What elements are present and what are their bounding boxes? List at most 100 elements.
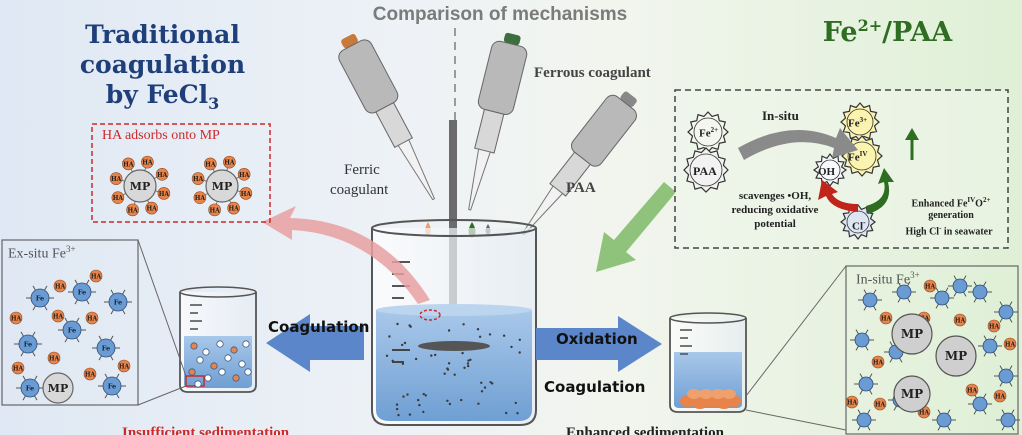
enhanced-line-2: generation (928, 210, 974, 221)
paa-label: PAA (566, 180, 596, 196)
left-beaker-particles (188, 340, 252, 388)
in-situ-fe-13 (996, 409, 1020, 431)
ha-label: HA (195, 195, 206, 202)
in-situ-ha-11: HA (845, 395, 859, 409)
in-situ-mp-0: MP (891, 313, 933, 355)
dispersed-particle (402, 395, 405, 398)
ex-situ-label: Ex-situ Fe3+ (8, 244, 76, 262)
ha-particle (145, 201, 158, 215)
dispersed-particle (406, 393, 409, 396)
paa-gear-label: PAA (693, 164, 717, 178)
ferric-label-1: Ferric (344, 162, 380, 178)
suspended-particle-6 (210, 362, 218, 370)
ferric-label-2: coagulant (330, 182, 389, 198)
fe3-particle-3: Fe (14, 331, 42, 357)
in-situ-label: In-situ Fe3+ (856, 270, 920, 288)
enhanced-line-1: Enhanced FeIVO2+ (911, 196, 991, 210)
dispersed-particle (401, 343, 404, 347)
dispersed-particle (502, 334, 506, 337)
ha-dot-0: HA (53, 279, 67, 293)
mp-label: MP (901, 327, 923, 341)
fe3-particle-0: Fe (26, 285, 54, 311)
in-situ-ha-10: HA (923, 279, 937, 293)
ha-label: HA (53, 314, 64, 321)
ha-label: HA (119, 364, 130, 371)
enhanced-line-3: High Cl- in seawater (905, 224, 993, 238)
dispersed-particle (467, 359, 470, 362)
right-beaker (669, 312, 747, 413)
dispersed-particle (516, 412, 519, 415)
in-situ-mech-label: In-situ (762, 108, 799, 123)
in-situ-ha-9: HA (993, 389, 1007, 403)
fe3-label: Fe (78, 289, 86, 297)
in-situ-zoom-box (845, 265, 1019, 435)
ha-label: HA (111, 176, 122, 183)
ferric-pipette (338, 34, 436, 201)
ha-label: HA (209, 207, 220, 214)
dispersed-particle (518, 338, 521, 341)
ha-label: HA (224, 160, 235, 167)
ha-dot-8: HA (11, 361, 25, 375)
ha-label: HA (157, 172, 168, 179)
dispersed-particle (505, 411, 508, 415)
mp-label: MP (212, 180, 232, 193)
ex-situ-mp: MP (42, 372, 74, 404)
ha-dot-5: HA (47, 351, 61, 365)
ha-particle (223, 155, 236, 169)
ha-particle (122, 157, 135, 171)
in-situ-fe-0 (858, 289, 882, 311)
dispersed-particle (462, 323, 465, 326)
dispersed-particle (434, 353, 437, 357)
ha-label: HA (881, 316, 892, 323)
ha-label: HA (13, 366, 24, 373)
paa-gear (683, 147, 729, 193)
coagulation-right-label: Coagulation (544, 378, 646, 396)
ha-dot-3: HA (85, 311, 99, 325)
dispersed-particle (488, 333, 492, 336)
in-situ-ha-0: HA (879, 311, 893, 325)
dispersed-particle (397, 413, 400, 417)
scavenges-line-3: potential (754, 218, 796, 230)
dispersed-particle (514, 401, 517, 405)
dispersed-particle (461, 351, 464, 355)
dispersed-particle (443, 372, 446, 375)
right-blue-arrow (536, 316, 662, 372)
pink-arrow (262, 206, 430, 304)
ha-particle (111, 191, 125, 204)
ha-dot-7: HA (117, 359, 131, 373)
ha-label: HA (193, 176, 204, 183)
dispersed-particle (447, 362, 451, 365)
ha-label: HA (955, 318, 966, 325)
suspended-particle-5 (196, 356, 204, 364)
ha-dot-2: HA (51, 309, 65, 323)
suspended-particle-9 (188, 368, 196, 376)
dispersed-particle (385, 354, 389, 357)
dispersed-particle (417, 398, 420, 402)
ha-label: HA (159, 191, 170, 198)
dispersed-particle (469, 358, 472, 361)
ha-label: HA (146, 206, 157, 213)
ha-label: HA (87, 316, 98, 323)
ha-label: HA (205, 161, 216, 168)
dispersed-particle (460, 398, 463, 402)
dispersed-particle (396, 322, 399, 326)
ha-label: HA (241, 191, 252, 198)
dispersed-particle (446, 399, 449, 402)
green-arrow (596, 182, 676, 272)
dispersed-particle (403, 341, 407, 345)
center-beaker-particles (385, 322, 521, 417)
ha-label: HA (123, 161, 134, 168)
dispersed-particle (395, 403, 399, 406)
dispersed-particle (463, 366, 466, 369)
suspended-particle-2 (216, 340, 224, 348)
mp-particle (123, 169, 157, 203)
in-situ-fe-5 (850, 329, 874, 351)
dispersed-particle (466, 362, 470, 365)
fe3-label: Fe (102, 345, 110, 353)
center-beaker (371, 219, 537, 426)
suspended-particle-3 (230, 346, 238, 354)
ha-label: HA (847, 400, 858, 407)
